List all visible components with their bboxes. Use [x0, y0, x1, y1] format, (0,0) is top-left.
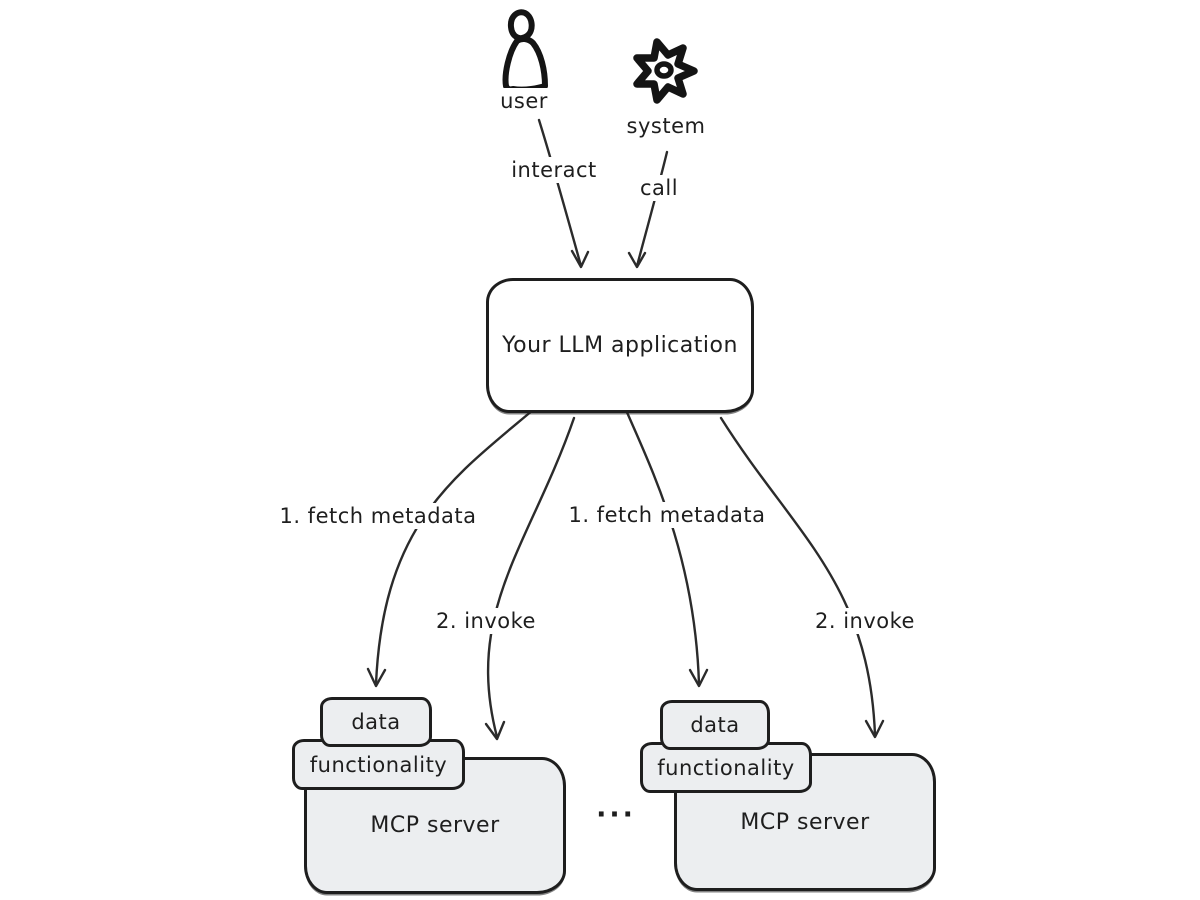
llm-application-label: Your LLM application	[502, 333, 738, 358]
fetch-metadata-right-label: 1. fetch metadata	[562, 502, 772, 528]
functionality-left-box: functionality	[292, 739, 465, 790]
call-edge-label: call	[633, 175, 685, 201]
data-left-box: data	[320, 697, 432, 747]
person-icon	[495, 8, 555, 93]
arrowhead-call	[627, 251, 647, 269]
functionality-right-label: functionality	[657, 755, 795, 780]
edge-fetch-left	[374, 408, 535, 686]
fetch-metadata-left-label: 1. fetch metadata	[273, 503, 483, 529]
edge-interact	[537, 118, 583, 268]
gear-icon	[626, 36, 704, 108]
edge-invoke-left	[486, 416, 576, 739]
arrowhead-invoke-right	[864, 719, 885, 739]
interact-edge-label: interact	[505, 157, 603, 183]
arrowhead-invoke-left	[484, 720, 506, 741]
arrowhead-fetch-right	[688, 668, 709, 688]
mcp-server-right-label: MCP server	[740, 809, 870, 835]
edge-call	[635, 150, 669, 268]
arrowhead-fetch-left	[366, 667, 387, 688]
system-label: system	[620, 113, 712, 139]
user-label: user	[494, 88, 554, 114]
invoke-left-label: 2. invoke	[430, 608, 542, 634]
data-right-label: data	[690, 713, 740, 737]
invoke-right-label: 2. invoke	[809, 608, 921, 634]
edge-invoke-right	[719, 416, 877, 737]
servers-ellipsis: ...	[594, 792, 638, 824]
arrowhead-interact	[570, 249, 590, 269]
llm-application-box: Your LLM application	[486, 278, 754, 413]
data-left-label: data	[351, 710, 401, 734]
mcp-server-left-label: MCP server	[370, 813, 500, 838]
functionality-left-label: functionality	[309, 752, 448, 777]
data-right-box: data	[660, 700, 770, 750]
edge-fetch-right	[624, 408, 701, 686]
